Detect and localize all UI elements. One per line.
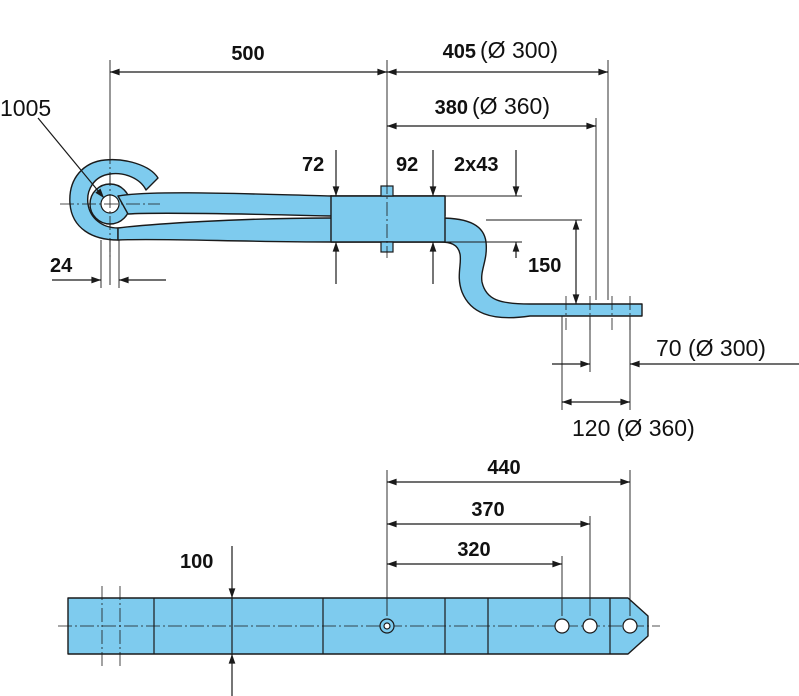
top-view: 440 370 320 100 bbox=[58, 457, 660, 696]
dim-eye-width: 24 bbox=[50, 255, 73, 277]
dim-thickness-1: 72 bbox=[302, 154, 324, 176]
dim-front-length: 500 bbox=[231, 43, 264, 65]
clamp-plate bbox=[330, 195, 446, 243]
side-view: 500 405 (Ø 300) 380 (Ø 360) 1005 72 92 2… bbox=[0, 37, 799, 441]
dim-hole-3: 320 bbox=[457, 539, 490, 561]
dim-leaf-count: 2x43 bbox=[454, 154, 499, 176]
dim-width: 100 bbox=[180, 551, 213, 573]
dim-hole-2: 370 bbox=[471, 499, 504, 521]
dim-thickness-2: 92 bbox=[396, 154, 418, 176]
dim-rear-length-1: 405 bbox=[443, 41, 476, 63]
dim-end-offset-2: 120 (Ø 360) bbox=[572, 415, 695, 441]
end-hole-3 bbox=[622, 618, 638, 634]
dim-hole-1: 440 bbox=[487, 457, 520, 479]
dim-drop-height: 150 bbox=[528, 255, 561, 277]
dim-rear-length-2: 380 bbox=[435, 97, 468, 119]
dim-rear-length-1-note: (Ø 300) bbox=[480, 37, 558, 63]
dim-end-offset-1: 70 (Ø 300) bbox=[656, 335, 766, 361]
end-hole-2 bbox=[582, 618, 598, 634]
centre-bolt-hole bbox=[383, 622, 391, 630]
end-hole-1 bbox=[554, 618, 570, 634]
leader-1005 bbox=[37, 117, 105, 199]
dim-rear-length-2-note: (Ø 360) bbox=[472, 93, 550, 119]
dim-eye-diameter: 1005 bbox=[0, 95, 51, 121]
